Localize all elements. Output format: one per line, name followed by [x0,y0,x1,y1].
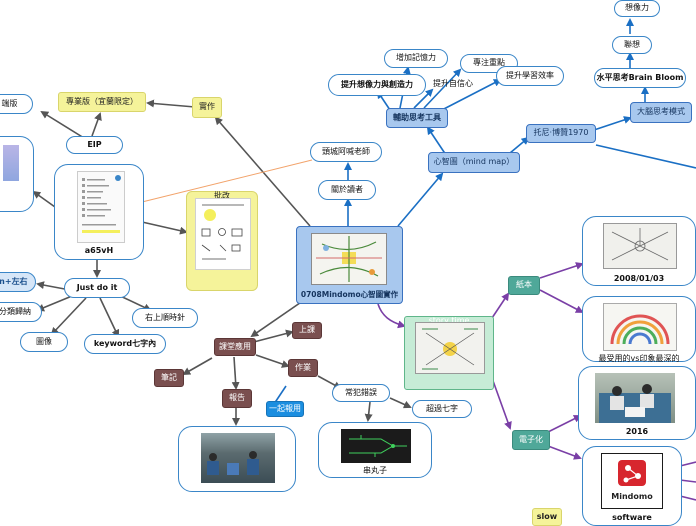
imagination-node[interactable]: 想像力 [614,0,660,17]
a65vh-label: a65vH [84,246,114,255]
keyword-node[interactable]: keyword七字內 [84,334,166,354]
paper-node[interactable]: 紙本 [508,276,540,295]
tony-buzan-node[interactable]: 托尼·博贊1970 [526,124,596,143]
common-errors-node[interactable]: 常犯錯誤 [332,384,390,402]
slow-node[interactable]: slow [532,508,562,526]
year-2016-card[interactable]: 2016 [578,366,696,440]
notes-node[interactable]: 筆記 [154,369,184,387]
central-image [311,233,387,285]
together-node[interactable]: 一起報用 [266,401,304,417]
date-2008-label: 2008/01/03 [613,274,665,283]
teacher-node[interactable]: 頭城阿喊老師 [310,142,382,162]
annotate-card[interactable]: 批改 [186,191,258,291]
meatballs-card[interactable]: 串丸子 [318,422,432,478]
impressive-card[interactable]: 最受用的vs印象最深的 [582,296,696,363]
imagination-creativity-node[interactable]: 提升想像力與創造力 [328,74,426,96]
pin-node[interactable]: in+左右 [0,272,36,292]
eip-node[interactable]: EIP [66,136,123,154]
annotate-label: 批改 [214,191,230,200]
paper-mindmap-image [603,223,677,269]
homework-node[interactable]: 作業 [288,359,318,377]
report-node[interactable]: 報告 [222,389,252,408]
class-node[interactable]: 上課 [292,322,322,339]
central-topic[interactable]: 0708Mindomo心智圖實作 [296,226,403,304]
gradient-image [3,145,19,181]
left-image-card[interactable] [0,136,34,212]
digital-node[interactable]: 電子化 [512,430,550,450]
central-topic-label: 0708Mindomo心智圖實作 [300,289,399,299]
about-author-node[interactable]: 關於讀者 [318,180,376,200]
story-time-image [415,322,485,374]
mindomo-logo-text: Mindomo [611,492,653,501]
hand-drawn-map-image [316,236,382,282]
over-seven-node[interactable]: 超過七字 [412,400,472,418]
meatballs-label: 串丸子 [363,466,387,475]
pro-edition-node[interactable]: 專業版（宜蘭限定） [58,92,146,112]
impressive-label: 最受用的vs印象最深的 [598,354,680,363]
menu-screenshot-image [77,171,125,243]
software-label: software [612,513,652,522]
confidence-node[interactable]: 提升自信心 [433,78,473,88]
meatballs-diagram-image [341,429,411,463]
classify-node[interactable]: 分類歸納 [0,302,42,322]
story-time-card[interactable]: story time [404,316,494,390]
classroom-photo-card[interactable] [178,426,296,492]
date-2008-card[interactable]: 2008/01/03 [582,216,696,286]
a65vh-card[interactable]: a65vH [54,164,144,260]
client-node[interactable]: 端版 [0,94,33,114]
year-2016-label: 2016 [625,427,649,436]
practice-node[interactable]: 實作 [192,97,222,118]
memory-node[interactable]: 增加記憶力 [384,49,448,68]
classroom-photo-image [201,433,275,483]
students-photo-image [595,373,675,423]
right-rotate-node[interactable]: 右上順時針 [132,308,198,328]
brain-mode-node[interactable]: 大腦思考模式 [630,102,692,123]
classroom-use-node[interactable]: 課堂應用 [214,338,256,356]
horizontal-thinking-node[interactable]: 水平思考Brain Bloom [594,68,686,88]
aid-tool-node[interactable]: 輔助思考工具 [386,108,448,128]
just-do-it-node[interactable]: Just do it [64,278,130,298]
rainbow-mindmap-image [603,303,677,351]
annotate-screenshot-image [195,198,251,270]
mind-map-node[interactable]: 心智圖（mind map） [428,152,520,173]
mindomo-logo-icon: Mindomo [601,453,663,509]
association-node[interactable]: 聯想 [612,36,652,54]
software-card[interactable]: Mindomo software [582,446,682,526]
story-time-label: story time [428,316,470,325]
learning-efficiency-node[interactable]: 提升學習效率 [496,66,564,86]
image-node[interactable]: 圖像 [20,332,68,352]
